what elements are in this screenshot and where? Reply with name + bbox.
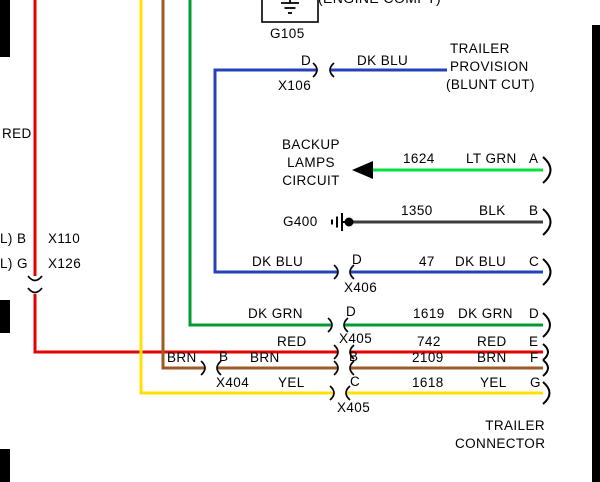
x405-yel-break-icon: [345, 385, 351, 401]
pin-e-connector-icon: [542, 343, 549, 361]
x405-break-icon: [327, 317, 333, 333]
x404-break-icon: [200, 360, 206, 376]
x405-yel-break-icon: [329, 385, 335, 401]
pin-e-color: RED: [477, 334, 507, 349]
pin-b-letter: B: [529, 203, 539, 218]
x404-connector-label: X404: [216, 375, 250, 390]
g105-ground-icon: [281, 0, 299, 14]
scan-border-top-left: [0, 0, 10, 57]
pin-f-left-wire-label: BRN: [167, 350, 197, 365]
brn-break-icon: [333, 360, 339, 376]
pin-g-connector-icon: [542, 381, 551, 405]
pin-c-left-wire-label: DK BLU: [252, 254, 304, 269]
scan-border-left-mid: [0, 300, 10, 333]
pin-g-color: YEL: [480, 375, 507, 390]
x404-break-icon: [216, 360, 222, 376]
pin-b-circuit: 1350: [401, 203, 433, 218]
x406-break-icon: [349, 264, 355, 280]
yellow-wire: [139, 0, 333, 395]
trailer-provision-label: TRAILER: [450, 41, 510, 56]
pin-e-circuit: 742: [417, 334, 441, 349]
pin-d-color: DK GRN: [458, 306, 513, 321]
red-wire-interrupt-icon: [27, 275, 43, 282]
x106-terminal-label: D: [301, 53, 312, 68]
pin-c-connector-icon: [542, 258, 552, 286]
pin-e-letter: E: [529, 334, 539, 349]
pin-d-letter: D: [529, 306, 540, 321]
pin-a-connector-icon: [542, 156, 552, 184]
pin-f-terminal-label: B: [349, 349, 359, 364]
x406-connector-label: X406: [344, 280, 378, 295]
pin-c-letter: C: [529, 254, 540, 269]
x405-connector-label: X405: [339, 331, 373, 346]
x110-prefix-label: L) B: [0, 231, 27, 246]
x106-connector-label: X106: [278, 78, 312, 93]
pin-g-left-wire-label: YEL: [278, 375, 305, 390]
pin-c-circuit: 47: [419, 254, 435, 269]
pin-c-terminal-label: D: [352, 252, 363, 267]
backup-lamps-label: LAMPS: [287, 155, 335, 170]
g400-label: G400: [283, 214, 318, 229]
dk-grn-wire: [188, 0, 331, 327]
x405-yel-connector-label: X405: [337, 400, 371, 415]
x126-connector-label: X126: [48, 256, 82, 271]
pin-g-letter: G: [530, 375, 541, 390]
pin-a-letter: A: [529, 151, 539, 166]
pin-f-letter: F: [530, 350, 539, 365]
pin-b-color: BLK: [479, 203, 506, 218]
trailer-connector-label: CONNECTOR: [455, 436, 546, 451]
pin-d-connector-icon: [542, 312, 551, 338]
x406-break-icon: [333, 264, 339, 280]
engine-compt-label: (ENGINE COMPT): [318, 0, 441, 6]
trailer-provision-label: PROVISION: [450, 59, 529, 74]
backup-lamps-label: BACKUP: [282, 137, 340, 152]
pin-g-circuit: 1618: [412, 375, 444, 390]
g105-label: G105: [270, 26, 305, 41]
pin-f-circuit: 2109: [412, 350, 444, 365]
backup-lamps-label: CIRCUIT: [282, 173, 340, 188]
x126-prefix-label: L) G: [0, 256, 28, 271]
g400-ground-icon: [331, 213, 354, 231]
scan-border-bottom-left: [0, 449, 10, 482]
pin-d-left-wire-label: DK GRN: [248, 306, 303, 321]
pin-f-connector-icon: [542, 359, 549, 377]
brown-wire: [161, 0, 204, 370]
red-break-icon: [333, 344, 339, 360]
pin-b-connector-icon: [542, 208, 552, 236]
red-wire: [33, 294, 337, 354]
pin-f-color: BRN: [477, 350, 507, 365]
pin-d-circuit: 1619: [413, 306, 445, 321]
x110-connector-label: X110: [48, 231, 81, 246]
dk-blu-wire: [213, 68, 337, 274]
brn-break-icon: [349, 360, 355, 376]
red-break-icon: [349, 344, 355, 360]
x405-break-icon: [343, 317, 349, 333]
pin-a-color: LT GRN: [466, 151, 517, 166]
pin-e-left-wire-label: RED: [277, 334, 307, 349]
pin-a-circuit: 1624: [403, 151, 435, 166]
scan-border-right: [592, 25, 600, 482]
trailer-provision-label: (BLUNT CUT): [446, 77, 535, 92]
pin-c-color: DK BLU: [455, 254, 507, 269]
x106-wire-color-label: DK BLU: [357, 53, 409, 68]
g105-ground-box: [261, 0, 319, 23]
x404-terminal-label: B: [219, 349, 229, 364]
backup-lamps-arrow-icon: [352, 161, 373, 179]
red-wire-interrupt-icon: [27, 287, 43, 294]
pin-d-terminal-label: D: [346, 304, 357, 319]
pin-f-mid-wire-label: BRN: [250, 350, 280, 365]
left-red-wire-label: RED: [2, 126, 32, 141]
pin-g-terminal-label: C: [350, 374, 361, 389]
trailer-connector-label: TRAILER: [485, 418, 545, 433]
x106-break-icon: [329, 62, 335, 78]
x106-break-icon: [312, 62, 318, 78]
